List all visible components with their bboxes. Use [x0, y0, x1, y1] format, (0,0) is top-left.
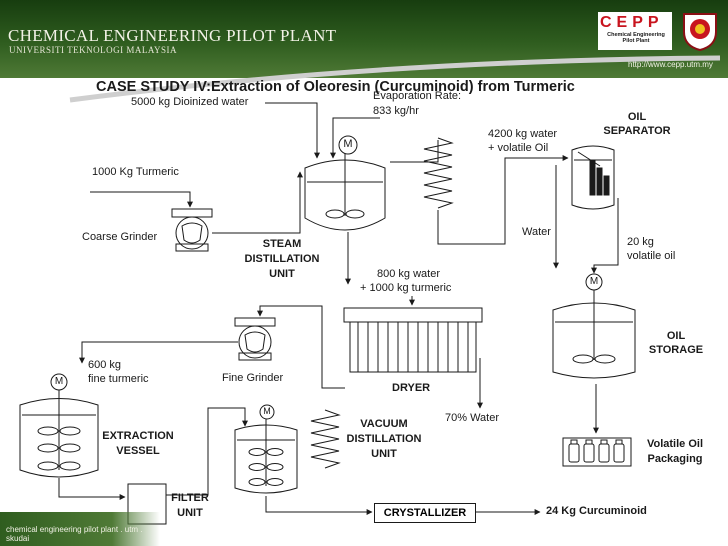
page-title: CASE STUDY IV:Extraction of Oleoresin (C… [96, 79, 575, 95]
motor-label-steam: M [343, 138, 353, 150]
evaporation-rate-value: 833 kg/hr [373, 105, 419, 117]
vacuum-distillation-label-2: DISTILLATION [346, 433, 422, 445]
cepp-logo-subtitle: Chemical Engineering Pilot Plant [607, 32, 665, 44]
water-out-label: Water [522, 226, 551, 238]
dryer-feed-label-2: + 1000 kg turmeric [360, 282, 452, 294]
product-label: 24 Kg Curcuminoid [546, 505, 647, 517]
cepp-logo-text: CEPP [600, 14, 664, 31]
evaporation-rate-label: Evaporation Rate: [373, 90, 462, 102]
condenser-coil [423, 137, 454, 209]
motor-icon-vacuum [259, 404, 275, 420]
steam-distillation-vessel [304, 152, 386, 231]
extraction-vessel-label-2: VESSEL [116, 445, 160, 457]
oil-separator-label: OIL [627, 111, 647, 123]
motor-icon-steam [338, 135, 358, 155]
volatile-oil-packaging-label-2: Packaging [647, 453, 703, 465]
turmeric-in-label: 1000 Kg Turmeric [92, 166, 179, 178]
oil-separator-vessel [571, 145, 615, 210]
org-subtitle: UNIVERSITI TEKNOLOGI MALAYSIA [9, 45, 177, 55]
vacuum-distillation-vessel [234, 412, 298, 494]
extraction-vessel-label: EXTRACTION [102, 430, 174, 442]
fine-turmeric-label-2: fine turmeric [88, 373, 149, 385]
extraction-vessel [19, 380, 99, 478]
org-name: CHEMICAL ENGINEERING PILOT PLANT [8, 26, 337, 45]
fine-grinder-label: Fine Grinder [222, 372, 284, 384]
volatile-oil-packaging-label: Volatile Oil [646, 438, 704, 450]
filter-unit-label-2: UNIT [177, 507, 203, 519]
flow-extraction-to-filter [58, 478, 126, 500]
water-70-label: 70% Water [445, 412, 500, 424]
oil-storage-tank [552, 289, 636, 379]
water-oil-label-2: + volatile Oil [488, 142, 549, 154]
steam-distillation-label-2: DISTILLATION [244, 253, 320, 265]
motor-icon-extraction [50, 373, 68, 391]
water-oil-label: 4200 kg water [488, 128, 558, 140]
volatile-oil-packaging [562, 437, 632, 467]
motor-label-extraction: M [54, 376, 64, 387]
water-in-label: 5000 kg Dioinized water [131, 96, 249, 108]
motor-icon-storage [585, 273, 603, 291]
fine-turmeric-label: 600 kg [88, 359, 122, 371]
volatile-oil-label-2: volatile oil [627, 250, 676, 262]
flow-fine-turmeric [79, 341, 238, 364]
filter-unit-label: FILTER [171, 492, 209, 504]
vacuum-distillation-label: VACUUM [360, 418, 408, 430]
flow-vacuum-to-crystallizer [265, 496, 373, 515]
oil-separator-label-2: SEPARATOR [603, 125, 671, 137]
flow-volatile-oil [591, 198, 619, 274]
dryer-unit [343, 307, 483, 373]
dryer-feed-label: 800 kg water [377, 268, 440, 280]
header-banner: CHEMICAL ENGINEERING PILOT PLANT UNIVERS… [0, 0, 728, 78]
oil-storage-label: OIL [666, 330, 686, 342]
flow-dryer-to-fine-grinder [257, 305, 345, 389]
flow-evaporation [330, 117, 380, 159]
flow-steam-to-condenser [390, 140, 439, 163]
flow-condenser-to-separator [437, 155, 569, 245]
coarse-grinder-label: Coarse Grinder [82, 231, 158, 243]
fine-grinder [234, 317, 276, 361]
website-url: http://www.cepp.utm.my [628, 60, 713, 69]
motor-label-storage: M [589, 276, 599, 287]
cepp-logo [598, 12, 672, 50]
motor-label-vacuum: M [263, 406, 271, 416]
footer-text: chemical engineering pilot plant . utm .… [6, 525, 143, 543]
vacuum-distillation-label-3: UNIT [371, 448, 397, 460]
steam-distillation-label-3: UNIT [269, 268, 295, 280]
crystallizer-box: CRYSTALLIZER [374, 503, 476, 523]
coarse-grinder [171, 208, 213, 252]
university-seal-icon [683, 13, 717, 52]
vacuum-condenser-coil [310, 409, 341, 469]
dryer-label: DRYER [392, 382, 431, 394]
flow-water-in [265, 102, 320, 159]
oil-storage-label-2: STORAGE [648, 344, 704, 356]
flow-filter-to-vacuum [166, 407, 248, 496]
steam-distillation-label: STEAM [262, 238, 302, 250]
flow-turmeric-in [90, 191, 193, 208]
footer-banner: chemical engineering pilot plant . utm .… [0, 512, 160, 546]
flow-coarse-to-steam [212, 171, 303, 234]
volatile-oil-label: 20 kg [627, 236, 654, 248]
